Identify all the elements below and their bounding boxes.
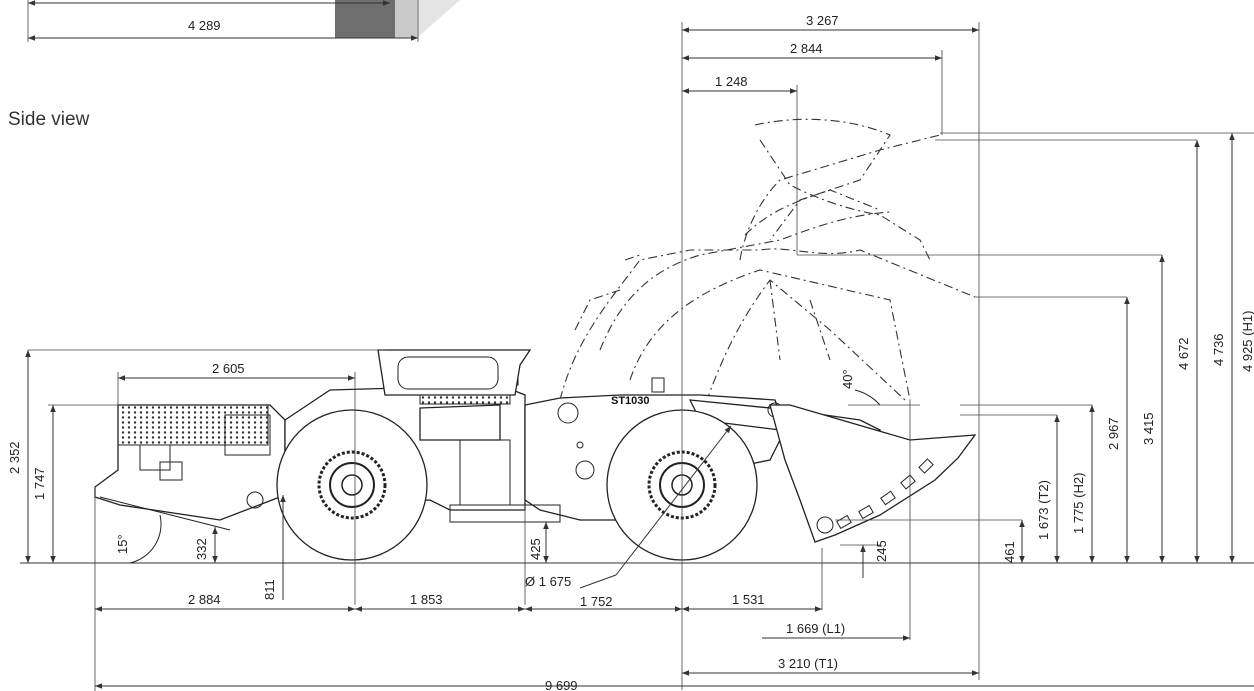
- vertical-dimensions: 2 352 1 747 332 811 425 245 461 1 673 (T…: [7, 133, 1254, 600]
- dim-811-label: 811: [262, 579, 277, 600]
- ramp-angle-arc: [129, 514, 162, 564]
- dim-1747-label: 1 747: [32, 467, 47, 500]
- loader-vehicle: Epiroc ST1030: [94, 349, 977, 543]
- horizontal-dimensions: 3 267 2 844 1 248 2 605 2 884 1 853 1 75…: [95, 13, 1254, 691]
- dim-2967-label: 2 967: [1106, 417, 1121, 450]
- dim-t1-label: 3 210 (T1): [778, 656, 838, 671]
- top-view-length-label: 4 289: [188, 18, 221, 33]
- dim-h1-label: 4 925 (H1): [1240, 311, 1254, 372]
- dim-1248-label: 1 248: [715, 74, 748, 89]
- tire-diameter-label: Ø 1 675: [525, 574, 571, 589]
- raised-bucket-positions: [559, 118, 976, 421]
- dim-461-label: 461: [1002, 541, 1017, 563]
- extension-lines: [28, 22, 1254, 691]
- dim-3267-label: 3 267: [806, 13, 839, 28]
- dim-2352-label: 2 352: [7, 441, 22, 474]
- dim-4736-label: 4 736: [1211, 333, 1226, 366]
- bucket: [769, 404, 977, 543]
- dim-1752-label: 1 752: [580, 594, 613, 609]
- dim-l1-label: 1 669 (L1): [786, 621, 845, 636]
- rear-wheel: [276, 409, 428, 561]
- dim-h2-label: 1 775 (H2): [1071, 473, 1086, 534]
- cab-window: [397, 356, 499, 390]
- brand-label: Epiroc: [448, 420, 476, 430]
- view-title: Side view: [8, 109, 90, 130]
- tilt-angle-arc: [854, 389, 881, 406]
- ramp-angle-label: 15°: [115, 534, 130, 554]
- bucket-teeth: [836, 458, 934, 530]
- cab-canopy: [377, 349, 532, 396]
- dim-1853-label: 1 853: [410, 592, 443, 607]
- tilt-angle-label: 40°: [840, 369, 855, 389]
- dim-4672-label: 4 672: [1176, 337, 1191, 370]
- engine-grille: [117, 404, 269, 446]
- dim-245-label: 245: [874, 540, 889, 562]
- model-label: ST1030: [611, 395, 650, 407]
- dim-2884-label: 2 884: [188, 592, 221, 607]
- top-view-fragment: 4 289: [27, 0, 460, 42]
- dim-332-label: 332: [194, 538, 209, 560]
- dim-overall-label: 9 699: [545, 678, 578, 691]
- dim-1531-label: 1 531: [732, 592, 765, 607]
- dim-t2-label: 1 673 (T2): [1036, 480, 1051, 540]
- dim-425-label: 425: [528, 538, 543, 560]
- dim-3415-label: 3 415: [1141, 412, 1156, 445]
- dim-2844-label: 2 844: [790, 41, 823, 56]
- dim-2605-label: 2 605: [212, 361, 245, 376]
